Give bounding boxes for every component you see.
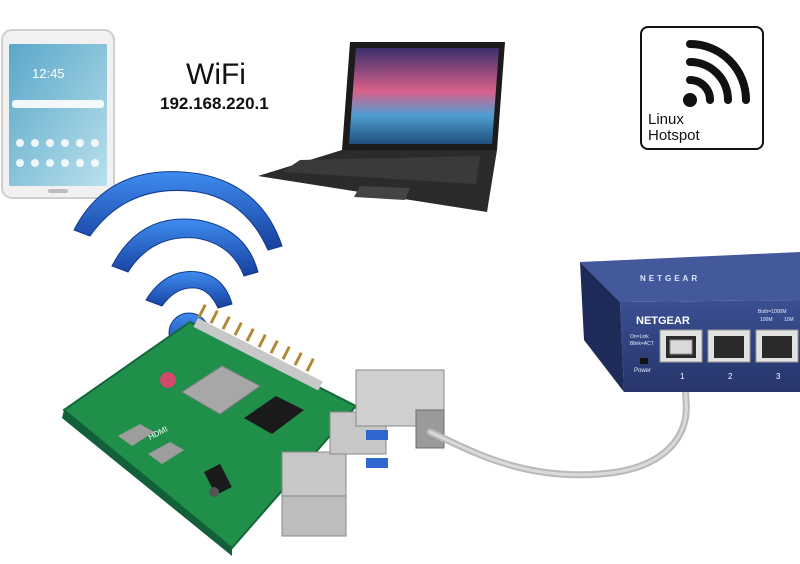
wifi-ip-address: 192.168.220.1 [160,94,269,113]
switch-port-1-label: 1 [680,372,685,381]
hotspot-line-1: Linux [648,111,684,128]
tablet-device: 12:45 [1,29,115,199]
laptop-device [258,42,505,212]
switch-port-2-label: 2 [728,372,733,381]
raspberry-pi-board: HDMI [62,303,445,556]
switch-speed-10: 10M [784,317,794,323]
network-switch: NETGEAR NETGEAR On=Link Blink=ACT Power … [580,252,800,392]
linux-hotspot-badge: Linux Hotspot [640,26,764,150]
hotspot-signal-icon [683,40,750,107]
tablet-clock: 12:45 [32,66,65,81]
switch-status-label: On=Link [630,334,649,340]
wifi-signal-icon [73,171,283,354]
switch-top-brand: NETGEAR [640,274,700,283]
switch-speed-label: Both=1000M [758,309,787,315]
switch-power-label: Power [634,368,651,374]
wifi-title: WiFi [186,58,246,91]
switch-brand: NETGEAR [636,315,690,327]
hotspot-line-2: Hotspot [648,127,700,144]
switch-speed-100: 100M [760,317,773,323]
switch-port-3-label: 3 [776,372,781,381]
switch-status-label-2: Blink=ACT [630,341,654,347]
